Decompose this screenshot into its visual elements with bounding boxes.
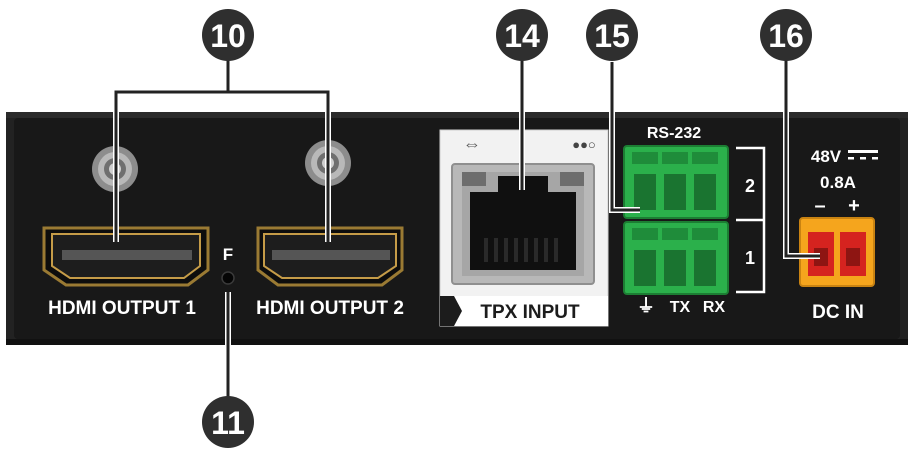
- rs232-label: RS-232: [647, 125, 701, 142]
- callout-14: 14: [496, 9, 548, 61]
- callout-15: 15: [586, 9, 638, 61]
- callout-10-label: 10: [210, 18, 246, 54]
- hdmi-output-2-label: HDMI OUTPUT 2: [256, 298, 404, 319]
- rs232-tx-label: TX: [670, 299, 691, 316]
- dc-plus-label: +: [848, 195, 860, 217]
- dc-current-label: 0.8A: [820, 173, 856, 192]
- dc-voltage-symbol: [848, 150, 878, 160]
- callout-15-label: 15: [594, 18, 630, 54]
- hdmi-output-1-label: HDMI OUTPUT 1: [48, 298, 196, 319]
- hdmi-output-1-port[interactable]: [42, 226, 210, 287]
- hdmi-output-2-port[interactable]: [256, 226, 404, 287]
- callout-11: 11: [202, 396, 254, 448]
- rs232-terminal-block-1[interactable]: [623, 221, 729, 295]
- rs232-row-bracket: [736, 146, 766, 294]
- callout-16-label: 16: [768, 18, 804, 54]
- tpx-input-label: TPX INPUT: [480, 302, 580, 323]
- rs232-row-2-label: 2: [745, 176, 755, 196]
- rs232-terminal-block-2[interactable]: [623, 145, 729, 219]
- callout-14-label: 14: [504, 18, 540, 54]
- rs232-rx-label: RX: [703, 299, 726, 316]
- dc-in-connector[interactable]: [799, 217, 875, 287]
- callout-16: 16: [760, 9, 812, 61]
- factory-reset-hole[interactable]: [221, 271, 235, 285]
- callout-11-label: 11: [211, 405, 245, 441]
- callout-leaders-core: [114, 60, 820, 400]
- dc-voltage-label: 48V: [811, 147, 842, 166]
- dc-minus-label: –: [814, 195, 825, 217]
- link-icon: ⇔: [463, 134, 481, 154]
- status-leds-icon: ●●○: [572, 137, 596, 152]
- rs232-row-1-label: 1: [745, 248, 755, 268]
- ground-icon: ⏚: [637, 296, 655, 316]
- callout-10: 10: [202, 9, 254, 61]
- dc-in-label: DC IN: [812, 302, 864, 323]
- factory-reset-label: F: [223, 245, 233, 264]
